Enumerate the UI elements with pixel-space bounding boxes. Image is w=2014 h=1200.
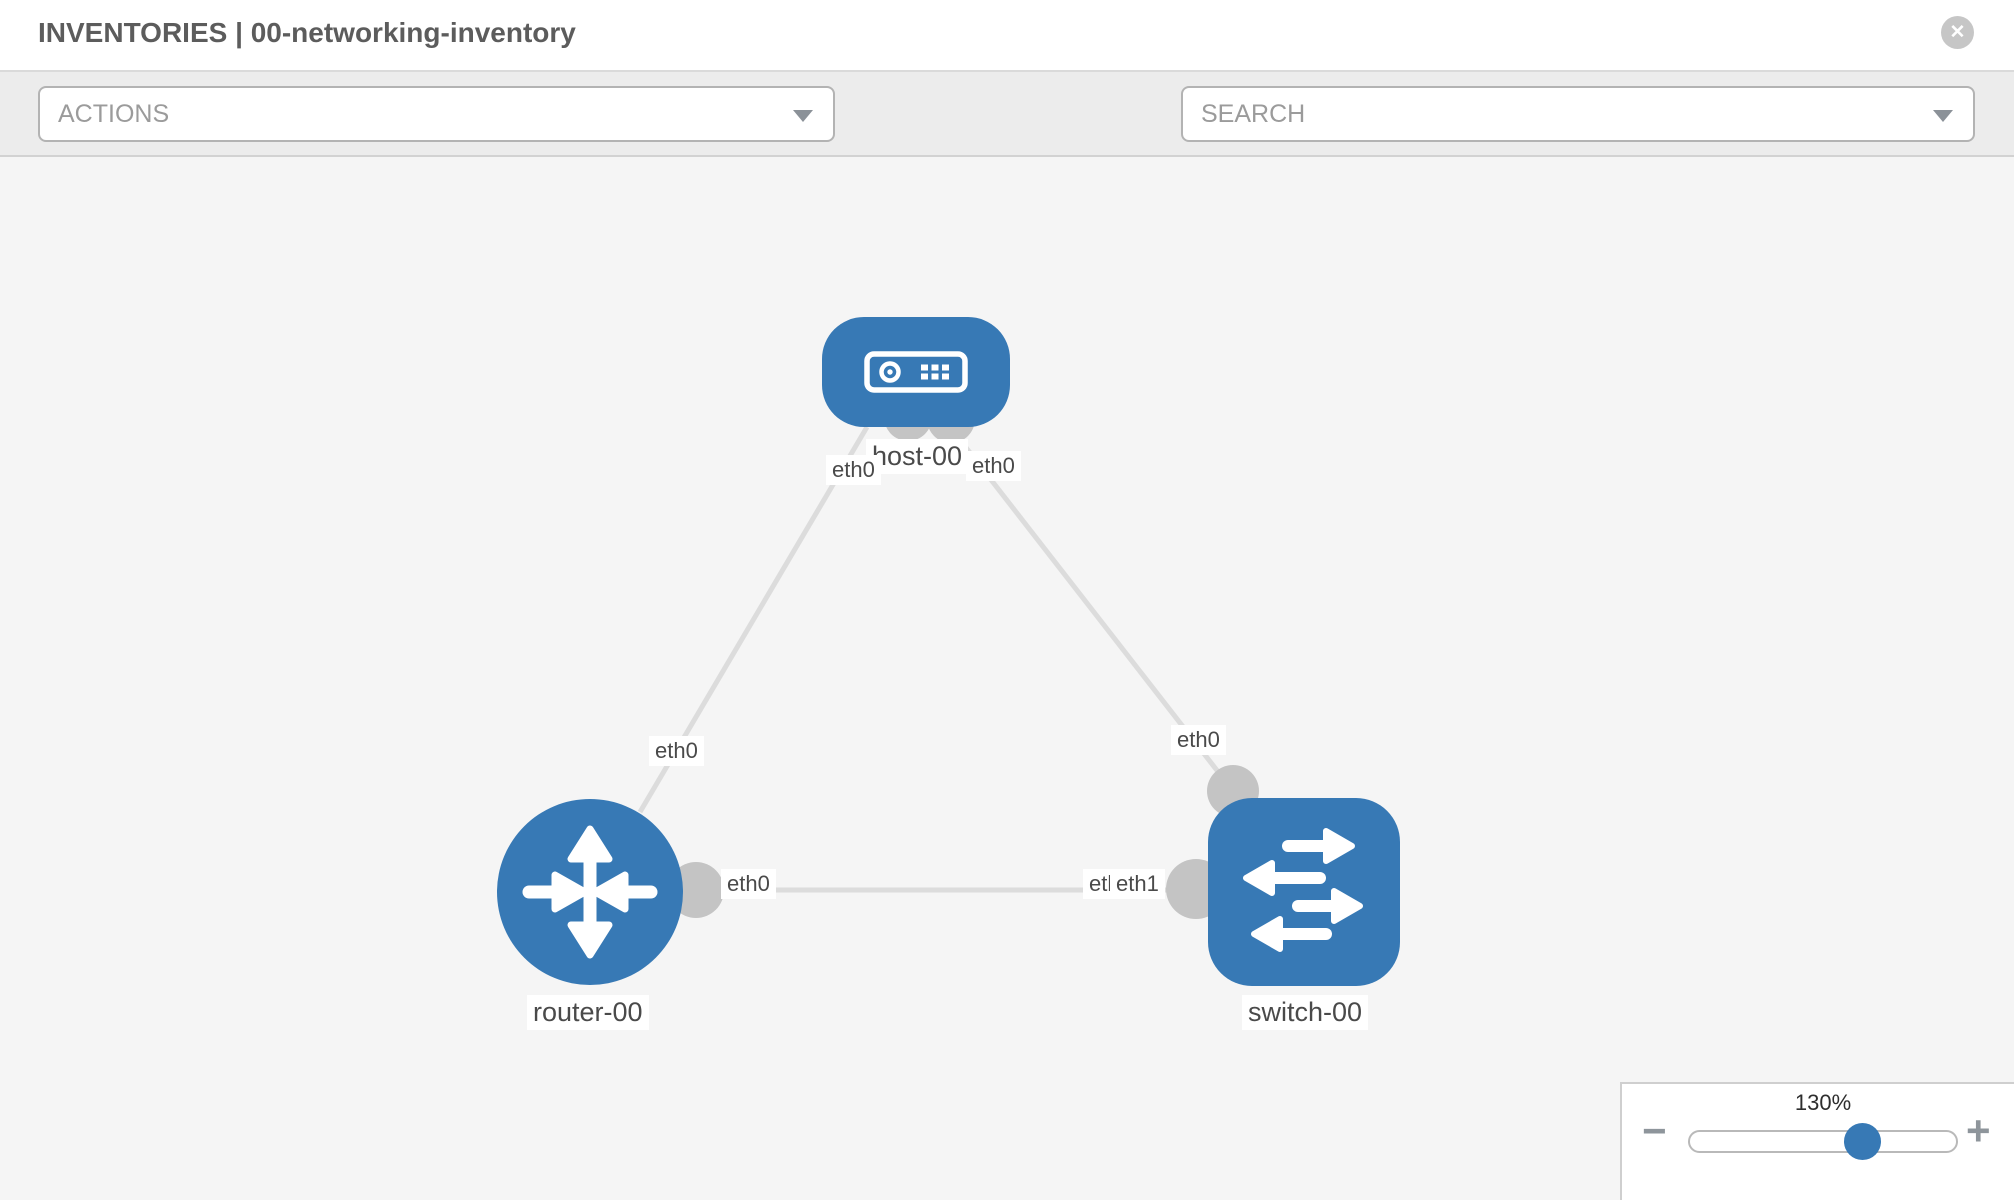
actions-dropdown-label: ACTIONS <box>58 100 170 128</box>
zoom-panel: 130% − + <box>1620 1082 2014 1200</box>
iface-label-host-switch-host: eth0 <box>966 451 1021 481</box>
iface-label-host-switch-switch: eth0 <box>1171 725 1226 755</box>
page-title: INVENTORIES | 00-networking-inventory <box>38 17 576 48</box>
node-host-00[interactable] <box>822 317 1010 427</box>
zoom-level-label: 130% <box>1794 1090 1852 1115</box>
zoom-in-button[interactable]: + <box>1966 1110 1991 1152</box>
node-router-00[interactable] <box>497 799 683 985</box>
minus-icon: − <box>1642 1107 1667 1154</box>
plus-icon: + <box>1966 1107 1991 1154</box>
node-label-host: host-00 <box>866 439 969 474</box>
zoom-out-button[interactable]: − <box>1642 1110 1667 1152</box>
search-dropdown[interactable]: SEARCH <box>1181 86 1975 142</box>
zoom-slider-thumb[interactable] <box>1844 1123 1881 1160</box>
iface-label-host-router-router: eth0 <box>649 736 704 766</box>
caret-down-icon <box>793 110 813 122</box>
iface-label-router-switch-router: eth0 <box>721 869 776 899</box>
zoom-slider-track[interactable] <box>1688 1130 1958 1153</box>
links-layer <box>637 425 1235 893</box>
iface-label-router-switch-switch: eth1 <box>1110 869 1165 899</box>
switch-icon <box>1243 828 1363 952</box>
caret-down-icon <box>1933 110 1953 122</box>
actions-dropdown[interactable]: ACTIONS <box>38 86 835 142</box>
host-icon <box>864 351 968 393</box>
iface-label-host-router-host: eth0 <box>826 455 881 485</box>
close-button[interactable]: ✕ <box>1941 16 1974 49</box>
node-label-switch: switch-00 <box>1242 995 1369 1030</box>
toolbar: ACTIONS SEARCH <box>0 72 2014 200</box>
search-dropdown-label: SEARCH <box>1201 100 1306 128</box>
router-icon <box>522 825 658 959</box>
close-icon: ✕ <box>1949 22 1966 43</box>
node-label-router: router-00 <box>527 995 649 1030</box>
header: INVENTORIES | 00-networking-inventory ✕ <box>0 0 2014 72</box>
topology-canvas[interactable]: host-00 router-00 switch-00 eth0 eth0 et… <box>0 157 2014 1200</box>
node-switch-00[interactable] <box>1208 798 1400 986</box>
